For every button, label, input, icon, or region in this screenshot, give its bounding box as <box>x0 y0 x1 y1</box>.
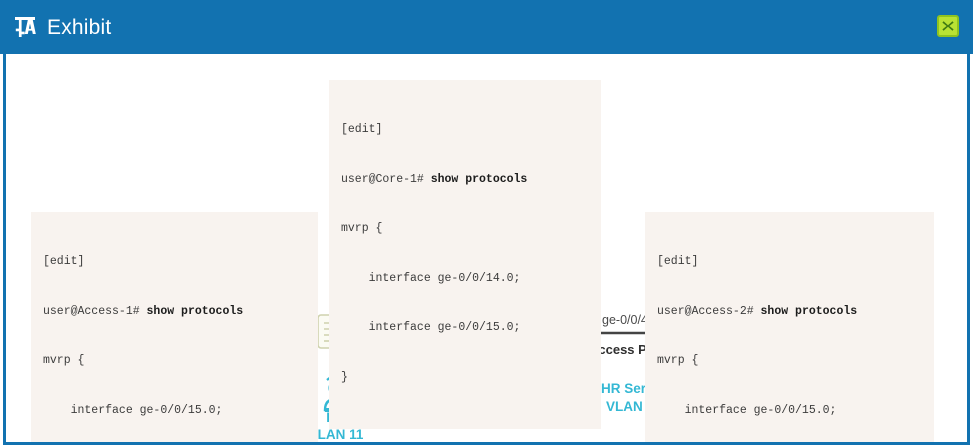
cli-edit-line: [edit] <box>341 123 383 136</box>
cli-body-line: mvrp { <box>657 354 699 367</box>
title-bar-left: Exhibit <box>12 15 111 39</box>
cli-prompt: user@Access-1# <box>43 304 147 318</box>
hr-host-vlan: VLAN 11 <box>308 427 364 442</box>
cli-body-line: interface ge-0/0/15.0; <box>341 321 521 334</box>
cli-prompt-line: user@Access-1# show protocols <box>43 304 306 321</box>
diagram-stage: ge-0/0/14.0 ge-0/0/15.0 ge-0/0/16.0 ge-0… <box>6 54 967 442</box>
cli-prompt-line: user@Core-1# show protocols <box>341 172 589 189</box>
close-icon <box>941 19 955 33</box>
cli-command: show protocols <box>430 172 528 186</box>
cli-body-line: mvrp { <box>341 222 383 235</box>
cli-block-core-1: [edit] user@Core-1# show protocols mvrp … <box>329 80 601 429</box>
title-bar: Exhibit <box>0 0 973 54</box>
cli-prompt-line: user@Access-2# show protocols <box>657 304 922 321</box>
close-button[interactable] <box>937 15 959 37</box>
cli-body-line: } <box>341 370 348 384</box>
cli-edit-line: [edit] <box>43 255 85 268</box>
window-title: Exhibit <box>47 15 112 39</box>
cli-command: show protocols <box>146 304 244 318</box>
port-label-finance-server: ge-0/0/4.0 <box>602 313 659 327</box>
cli-block-access-2: [edit] user@Access-2# show protocols mvr… <box>645 212 934 442</box>
cli-body-line: interface ge-0/0/15.0; <box>43 403 223 417</box>
exhibit-icon <box>12 15 38 39</box>
cli-prompt: user@Access-2# <box>657 304 761 318</box>
cli-block-access-1: [edit] user@Access-1# show protocols mvr… <box>31 212 318 442</box>
cli-body-line: interface ge-0/0/14.0; <box>341 271 521 285</box>
cli-body-line: mvrp { <box>43 354 85 367</box>
cli-command: show protocols <box>760 304 858 318</box>
cli-edit-line: [edit] <box>657 255 699 268</box>
cli-body-line: interface ge-0/0/15.0; <box>657 403 837 417</box>
exhibit-canvas: ge-0/0/14.0 ge-0/0/15.0 ge-0/0/16.0 ge-0… <box>3 54 970 445</box>
cli-prompt: user@Core-1# <box>341 172 431 186</box>
